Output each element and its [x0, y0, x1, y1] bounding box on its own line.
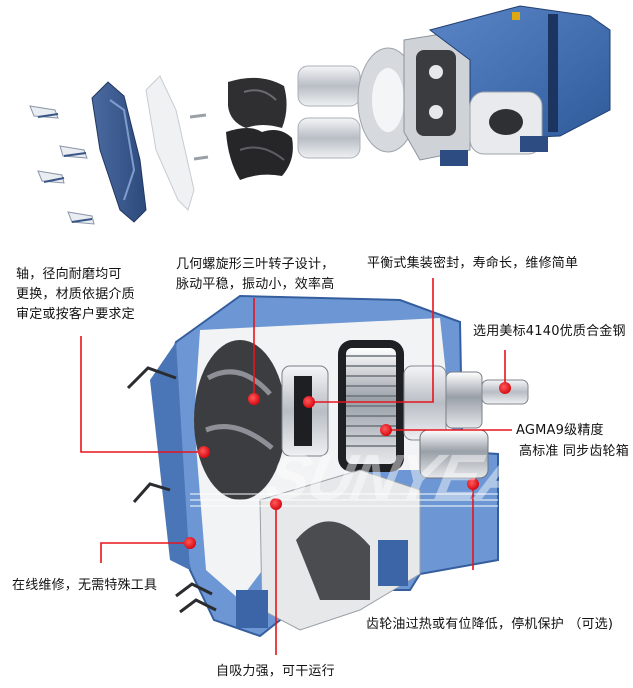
front-cover [91, 81, 147, 223]
callout-dot-alloy-steel [499, 382, 511, 394]
callout-line-maintenance [100, 542, 190, 563]
callout-label-self-priming: 自吸力强，可干运行 [216, 664, 335, 679]
callout-line-shaft [80, 336, 204, 453]
callout-dots [184, 382, 511, 549]
callout-label-alloy-steel: 选用美标4140优质合金钢 [473, 324, 626, 339]
callout-dot-shaft [198, 446, 210, 458]
callout-label-oil-protection: 齿轮油过热或有位降低，停机保护 （可选) [366, 617, 614, 632]
callout-line-seal [310, 278, 434, 403]
callout-dot-self-priming [270, 498, 282, 510]
callout-label-maintenance: 在线维修，无需特殊工具 [12, 578, 158, 593]
rotor-lower [226, 128, 293, 180]
callout-label-seal: 平衡式集装密封，寿命长，维修简单 [367, 256, 579, 271]
callout-label-shaft: 轴，径向耐磨均可 更换，材质依据介质 审定或按客户要求定 [16, 267, 135, 322]
clamp-handles [29, 105, 95, 225]
callout-label-gearbox: AGMA9级精度 [516, 423, 604, 438]
cutaway-view [126, 294, 529, 638]
callout-label-gearbox-2: 高标准 同步齿轮箱 [519, 444, 629, 459]
callout-dot-seal [303, 396, 315, 408]
callout-dot-oil [467, 478, 479, 490]
exploded-view [29, 5, 611, 225]
rotor-upper [228, 77, 287, 128]
callout-lines [80, 278, 512, 655]
callout-label-rotor: 几何螺旋形三叶转子设计， 脉动平稳，振动小，效率高 [176, 257, 335, 292]
callout-dot-maintenance [184, 537, 196, 549]
shaft-upper [297, 65, 361, 107]
callout-dot-rotor [248, 393, 260, 405]
gasket-plate [145, 75, 195, 211]
shaft-lower [297, 117, 361, 159]
callout-dot-gearbox [380, 424, 392, 436]
